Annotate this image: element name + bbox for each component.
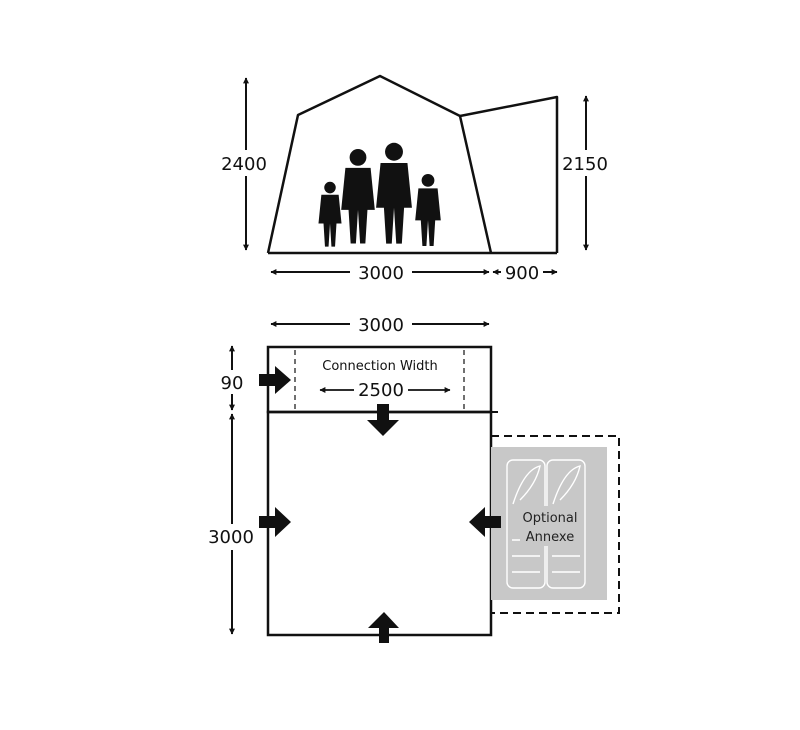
left-door-arrow-icon [259, 507, 291, 537]
height-annexe-label: 2150 [562, 154, 608, 175]
porch-depth-label: 90 [221, 373, 244, 394]
width-annexe-label: 900 [505, 263, 539, 284]
connection-width-value: 2500 [358, 380, 404, 401]
plan-depth-label: 3000 [208, 527, 254, 548]
floor-plan: 3000 Connection Width 2500 [206, 312, 620, 643]
plan-width-label: 3000 [358, 315, 404, 336]
front-door-arrow-icon [367, 404, 399, 436]
annexe-dashed-outline [491, 435, 620, 614]
width-main-label: 3000 [358, 263, 404, 284]
rear-door-arrow-icon [368, 612, 399, 643]
porch-door-arrow-icon [259, 366, 291, 394]
right-door-arrow-icon [469, 507, 501, 537]
family-silhouette-icon [318, 142, 441, 247]
main-floor-outline [266, 410, 493, 637]
annexe-label-line2: Annexe [526, 530, 574, 545]
side-elevation: 2400 2150 3000 900 [218, 74, 612, 284]
height-main-label: 2400 [221, 154, 267, 175]
tent-outline [266, 74, 493, 254]
connection-width-title: Connection Width [322, 359, 437, 374]
annexe-canopy-outline [459, 95, 559, 253]
annexe-label-line1: Optional [523, 511, 578, 526]
